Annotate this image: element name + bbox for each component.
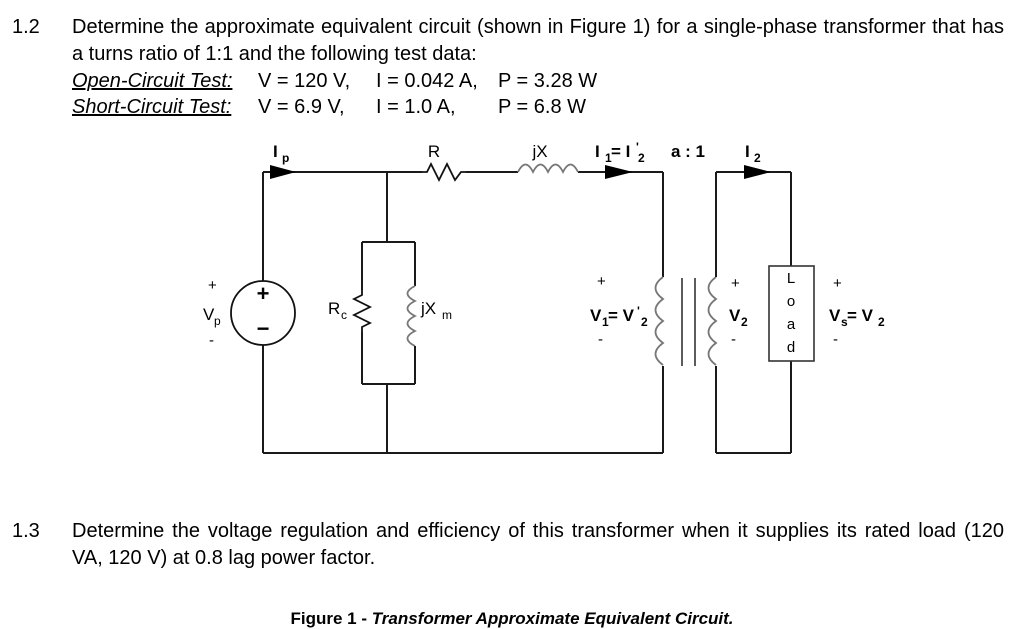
figure-1-circuit-diagram: I p R jX I 1 = I ' 2 a : 1 + − + V p - R… [0,138,1024,628]
inductor-jx-symbol [517,163,579,175]
problem-1-3: 1.3 Determine the voltage regulation and… [0,518,1004,572]
problem-1-2-statement: Determine the approximate equivalent cir… [72,16,1004,65]
label-vp: V [203,305,215,324]
label-jx: jX [531,142,547,161]
problem-1-2-body: Determine the approximate equivalent cir… [72,14,1004,120]
current-arrow-ip [270,165,296,179]
load-box [768,265,815,362]
label-i1-sub2: 2 [638,151,645,165]
label-v2: V [729,306,741,325]
label-vs-eq: = V [847,306,874,325]
inductor-jxm-symbol [406,285,418,347]
figure-caption: Figure 1 - Transformer Approximate Equiv… [0,609,1024,629]
vp-plus-sign: + [208,277,217,294]
label-ip: I [273,142,278,161]
label-jxm-sub: m [442,308,452,322]
vp-minus-sign: - [209,332,214,349]
label-rc: R [328,299,340,318]
label-v1-sub1: 1 [602,315,609,329]
load-letter-l: L [787,270,795,287]
label-i2: I [745,142,750,161]
source-minus-sign: − [257,316,270,341]
label-v1: V [590,306,602,325]
label-jxm: jX [420,299,436,318]
open-circuit-voltage: V = 120 V, [258,70,351,92]
figure-caption-title: Transformer Approximate Equivalent Circu… [371,609,734,628]
short-circuit-test-label: Short-Circuit Test: [72,96,232,118]
resistor-r-symbol [422,161,466,183]
short-circuit-voltage: V = 6.9 V, [258,96,345,118]
v1-minus-sign: - [598,331,603,348]
source-plus-sign: + [257,281,270,306]
label-v1-sub2: 2 [641,315,648,329]
label-rc-sub: c [341,308,347,322]
load-letter-o: o [787,293,795,310]
voltage-source-symbol [230,280,296,346]
short-circuit-test-line: Short-Circuit Test: V = 6.9 V, I = 1.0 A, P… [72,94,1004,120]
open-circuit-test-line: Open-Circuit Test: V = 120 V, I = 0.042 A,… [72,68,1004,94]
problem-1-2-number: 1.2 [12,16,40,38]
label-turns-ratio: a : 1 [671,142,705,161]
open-circuit-current: I = 0.042 A, [376,70,478,92]
load-letter-a: a [787,316,796,333]
v2-plus-sign: + [731,275,740,292]
label-vs: V [829,306,841,325]
label-v1-eq: = V [608,306,635,325]
label-vs-sub2: 2 [878,315,885,329]
short-circuit-current: I = 1.0 A, [376,96,456,118]
label-i1-sub1: 1 [605,151,612,165]
resistor-rc-symbol [351,290,373,332]
label-i1-prime: ' [636,140,639,154]
label-i2-sub: 2 [754,151,761,165]
problem-1-3-number: 1.3 [12,520,40,542]
transformer-secondary-coil [707,276,718,366]
label-ip-sub: p [282,151,289,165]
v1-plus-sign: + [597,273,606,290]
label-vs-sub1: s [841,315,848,329]
label-i1: I [595,142,600,161]
open-circuit-test-label: Open-Circuit Test: [72,70,233,92]
problem-1-2: 1.2 Determine the approximate equivalent… [0,14,1004,120]
label-vp-sub: p [214,314,221,328]
label-v1-prime: ' [637,304,640,318]
short-circuit-power: P = 6.8 W [498,96,587,118]
problem-1-3-statement: Determine the voltage regulation and eff… [72,520,1004,569]
vs-minus-sign: - [833,331,838,348]
current-arrow-i2 [744,165,771,179]
transformer-primary-coil [654,276,665,366]
label-i1-eq: = I [611,142,630,161]
load-letter-d: d [787,339,795,356]
current-arrow-i1 [605,165,633,179]
open-circuit-power: P = 3.28 W [498,70,598,92]
figure-caption-prefix: Figure 1 - [290,609,372,628]
vs-plus-sign: + [833,275,842,292]
label-v2-sub: 2 [741,315,748,329]
v2-minus-sign: - [731,331,736,348]
label-r: R [428,142,440,161]
circuit-schematic: I p R jX I 1 = I ' 2 a : 1 + − + V p - R… [203,140,885,454]
problem-1-3-body: Determine the voltage regulation and eff… [72,518,1004,572]
